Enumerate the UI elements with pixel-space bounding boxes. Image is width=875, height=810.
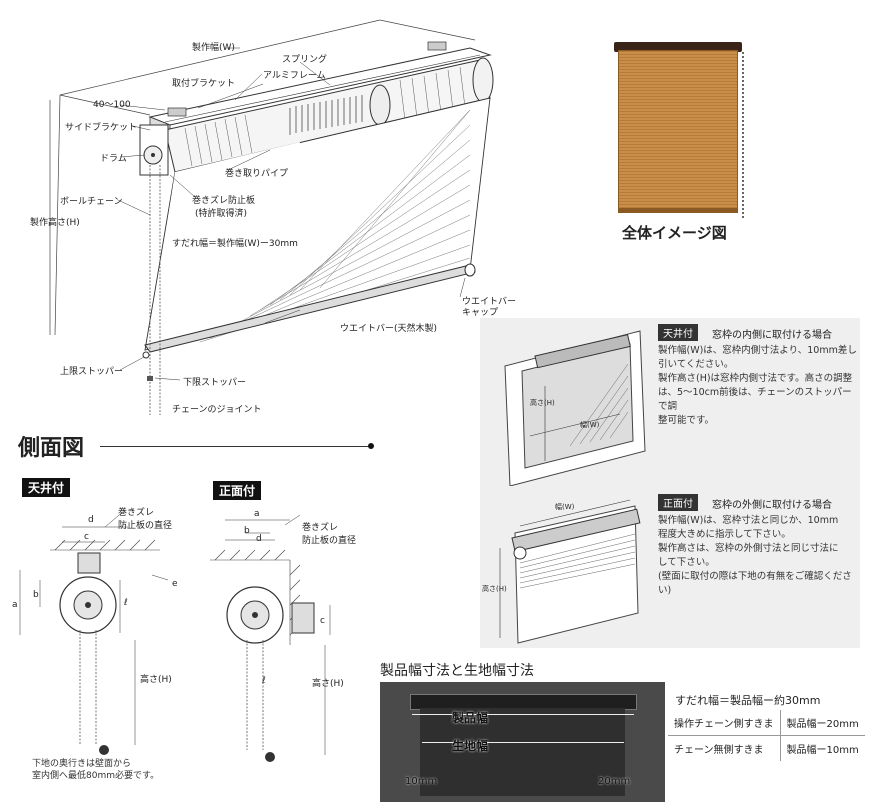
tag-ceiling-mount: 天井付: [22, 478, 71, 497]
label-width-w: 製作幅(W): [192, 43, 235, 53]
photo-line-fabric: [422, 742, 624, 743]
inside-mount-drawing: [504, 330, 646, 486]
table-cell-value: 製品幅ー10mm: [786, 745, 859, 756]
table-cell-value: 製品幅ー20mm: [780, 710, 865, 736]
label-drum: ドラム: [100, 154, 127, 164]
inside-text: 製作幅(W)は、窓枠内側寸法より、10mm差し 引いてください。 製作高さ(H)…: [658, 345, 857, 426]
label-lower-stopper: 下限ストッパー: [183, 378, 247, 388]
side-view-title: 側面図: [18, 436, 85, 461]
label-anti-slip-plate: 巻きズレ防止板: [192, 196, 256, 206]
outside-text: 製作幅(W)は、窓枠寸法と同じか、10mm 程度大きめに指示して下さい。 製作高…: [658, 515, 852, 596]
ceiling-label-b: b: [33, 590, 39, 600]
main-diagram: [49, 19, 494, 415]
front-anti-slip-2: 防止板の直径: [302, 536, 357, 546]
roller-bracket: [614, 42, 742, 52]
label-winding-pipe: 巻き取りパイプ: [225, 169, 289, 179]
outside-heading: 窓枠の外側に取付ける場合: [712, 500, 832, 511]
photo-fabric: [420, 708, 625, 796]
inside-mount-panel: 高さ(H) 幅(W) 天井付 窓枠の内側に取付ける場合 製作幅(W)は、窓枠内側…: [480, 318, 860, 488]
front-label-height: 高さ(H): [312, 679, 344, 689]
ceiling-label-height: 高さ(H): [140, 675, 172, 685]
tag-outside: 正面付: [658, 494, 698, 511]
label-upper-stopper: 上限ストッパー: [60, 367, 124, 377]
inside-dim-w: 幅(W): [580, 421, 600, 429]
ceiling-label-c: c: [84, 532, 89, 542]
ceiling-label-d: d: [88, 515, 94, 525]
label-chain-joint: チェーンのジョイント: [172, 405, 262, 415]
label-weight-bar-cap: ウエイトバー: [462, 297, 517, 307]
side-view-drawings: [19, 509, 331, 762]
photo-line-product: [412, 714, 634, 715]
table-cell-label: 操作チェーン側すきま: [668, 710, 781, 736]
front-label-d: d: [256, 534, 262, 544]
photo-label-left-gap: 10mm: [405, 776, 438, 787]
label-fabric-width: すだれ幅＝製作幅(W)ー30mm: [172, 239, 298, 249]
label-side-bracket: サイドブラケット: [65, 123, 138, 133]
dimensions-title: 製品幅寸法と生地幅寸法: [380, 663, 534, 679]
ceiling-label-a: a: [12, 600, 18, 610]
photo-label-product-width: 製品幅: [452, 711, 489, 725]
front-label-c: c: [320, 616, 325, 626]
front-label-a: a: [254, 509, 260, 519]
outside-dim-w: 幅(W): [555, 503, 575, 511]
dimensions-photo: 製品幅 生地幅 10mm 20mm: [380, 682, 665, 802]
ceiling-label-e: e: [172, 579, 178, 589]
dimensions-formula: すだれ幅＝製品幅ー約30mm: [675, 694, 821, 707]
front-label-l: ℓ: [262, 676, 266, 686]
tag-inside: 天井付: [658, 324, 698, 341]
table-cell-label: チェーン無側すきま: [668, 735, 781, 761]
outside-dim-h: 高さ(H): [482, 585, 507, 593]
label-aluminum-frame: アルミフレーム: [263, 71, 326, 81]
label-ball-chain: ボールチェーン: [60, 197, 123, 207]
blind-bottom-bar: [618, 208, 738, 213]
bamboo-blind: [618, 50, 738, 210]
ceiling-anti-slip-2: 防止板の直径: [118, 521, 173, 531]
outside-mount-drawing: [499, 499, 641, 644]
label-mount-bracket: 取付ブラケット: [172, 79, 236, 89]
blind-chain: [742, 52, 746, 218]
front-anti-slip: 巻きズレ: [302, 523, 339, 533]
product-image: [610, 38, 750, 218]
label-height-h: 製作高さ(H): [30, 218, 80, 228]
side-view-divider: [100, 446, 370, 447]
ceiling-anti-slip: 巻きズレ: [118, 508, 155, 518]
photo-label-fabric-width: 生地幅: [452, 739, 489, 753]
photo-label-right-gap: 20mm: [598, 776, 631, 787]
side-view-divider-dot: [368, 443, 374, 449]
ceiling-label-l: ℓ: [124, 598, 128, 608]
inside-dim-h: 高さ(H): [530, 399, 555, 407]
label-weight-bar-cap-2: キャップ: [462, 308, 499, 318]
table-row: チェーン無側すきま 製品幅ー10mm: [668, 735, 865, 761]
product-image-caption: 全体イメージ図: [622, 224, 727, 242]
front-label-b: b: [244, 526, 250, 536]
label-weight-bar: ウエイトバー(天然木製): [340, 324, 438, 334]
ceiling-note: 下地の奥行きは壁面から 室内側へ最低80mm必要です。: [32, 759, 160, 781]
outside-mount-panel: 高さ(H) 幅(W) 正面付 窓枠の外側に取付ける場合 製作幅(W)は、窓枠寸法…: [480, 488, 860, 648]
inside-heading: 窓枠の内側に取付ける場合: [712, 330, 832, 341]
label-spring: スプリング: [282, 55, 328, 65]
label-anti-slip-patent: (特許取得済): [195, 209, 248, 219]
label-dim-40-100: 40〜100: [93, 100, 131, 110]
dimensions-table: 操作チェーン側すきま 製品幅ー20mm チェーン無側すきま 製品幅ー10mm: [668, 710, 865, 761]
table-row: 操作チェーン側すきま 製品幅ー20mm: [668, 710, 865, 736]
tag-front-mount: 正面付: [213, 481, 262, 500]
